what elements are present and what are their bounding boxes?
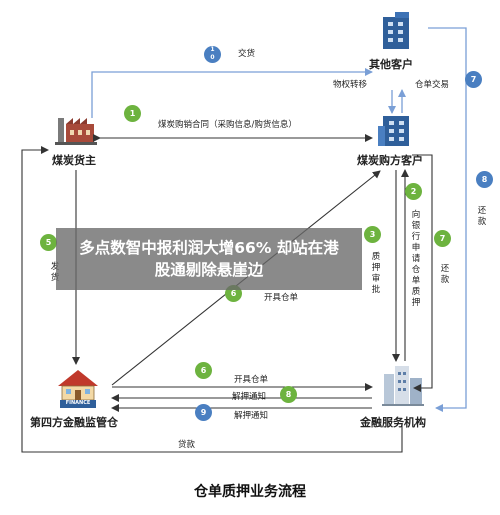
repay-loop-edge — [428, 27, 467, 412]
building-icon-coal-buyer — [378, 116, 409, 146]
label-issue-receipt-diagonal: 开具仓单 — [264, 293, 299, 303]
label-receipt-trade: 仓单交易 — [415, 80, 450, 90]
label-delivery-goods: 发货 — [50, 262, 60, 283]
step-badge-5: 5 — [40, 234, 57, 251]
node-coal-owner: 煤炭货主 — [52, 154, 96, 167]
step-badge-8-blue: 8 — [476, 171, 493, 188]
label-loan: 贷款 — [178, 440, 196, 450]
label-release-notice-8: 解押通知 — [232, 392, 267, 402]
label-repay-right: 还款 — [477, 206, 487, 227]
warehouse-icon — [58, 370, 98, 408]
label-release-notice-9: 解押通知 — [234, 411, 269, 421]
step-badge-6: 6 — [195, 362, 212, 379]
loan-edge — [21, 146, 403, 453]
step-badge-2: 2 — [405, 183, 422, 200]
node-warehouse: 第四方金融监管仓 — [30, 416, 118, 429]
headline-line-2: 股通剔除悬崖边 — [154, 261, 264, 279]
step-badge-7-blue: 7 — [465, 71, 482, 88]
node-coal-buyer: 煤炭购方客户 — [357, 154, 423, 167]
label-apply-pledge: 向银行申请仓单质押 — [411, 210, 421, 308]
bank-icon-finance — [382, 366, 424, 406]
label-purchase-contract: 煤炭购销合同（采购信息/购货信息） — [158, 120, 297, 130]
step-badge-7: 7 — [434, 230, 451, 247]
step-badge-1: 1 — [124, 105, 141, 122]
label-pledge-approval: 质押审批 — [371, 252, 381, 295]
deliver-edge — [91, 68, 373, 118]
label-repay-mid: 还款 — [440, 264, 450, 285]
diagram-title: 仓单质押业务流程 — [194, 484, 306, 500]
headline-line-1: 多点数智中报利润大增66% 却站在港 — [79, 239, 339, 257]
step-badge-9: 9 — [195, 404, 212, 421]
step-badge-10-digit-2: 0 — [210, 54, 215, 61]
finance-sign-text: FINANCE — [65, 400, 91, 406]
label-issue-receipt: 开具仓单 — [234, 375, 269, 385]
step-badge-3: 3 — [364, 226, 381, 243]
label-title-transfer: 物权转移 — [333, 80, 368, 90]
step-badge-8: 8 — [280, 386, 297, 403]
step-badge-10-digit-1: 1 — [210, 46, 215, 53]
node-other-customer: 其他客户 — [369, 58, 413, 71]
node-finance: 金融服务机构 — [360, 416, 426, 429]
headline-overlay-bar — [56, 228, 362, 290]
building-icon-other-customer — [383, 12, 409, 49]
headline-overlay[interactable]: 多点数智中报利润大增66% 却站在港 股通剔除悬崖边 — [56, 228, 362, 290]
repay-right-edge — [412, 154, 433, 392]
label-deliver: 交货 — [238, 49, 256, 59]
factory-icon-coal-owner — [55, 118, 97, 145]
